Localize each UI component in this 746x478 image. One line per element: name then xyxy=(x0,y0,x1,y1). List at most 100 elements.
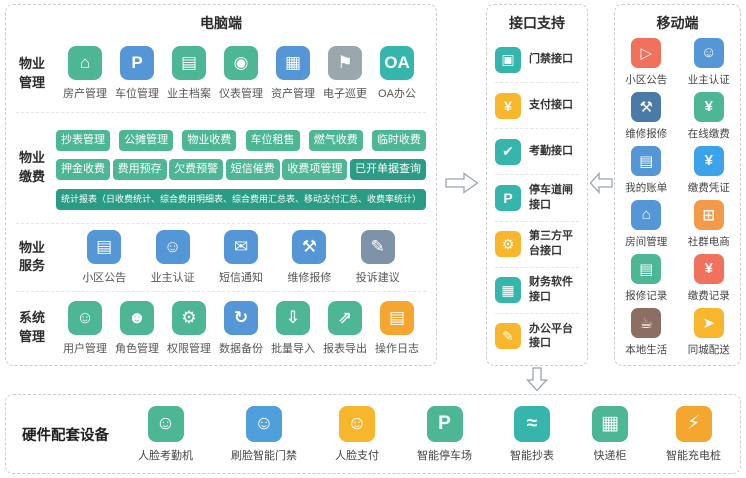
feature-item-label: 操作日志 xyxy=(375,342,419,355)
interface-item: ✔ 考勤接口 xyxy=(495,128,579,174)
feature-item: P 车位管理 xyxy=(112,46,162,101)
hardware-item-label: 快递柜 xyxy=(593,449,627,462)
feature-item-label: 房产管理 xyxy=(63,88,107,101)
charging-pile-icon: ⚡ xyxy=(675,405,712,442)
feature-item-label: 小区公告 xyxy=(82,271,127,284)
hardware-item-label: 智能抄表 xyxy=(510,449,554,462)
icon-glyph: ⚙ xyxy=(501,235,515,252)
hardware-item: ⚡ 智能充电桩 xyxy=(666,405,721,463)
door-access-icon: ▣ xyxy=(495,46,521,73)
feature-item: ↻ 数据备份 xyxy=(216,300,266,356)
interface-item: ▦ 财务软件接口 xyxy=(495,266,579,313)
owner-verify-icon: ☺ xyxy=(693,37,724,68)
attendance-icon: ✔ xyxy=(495,138,521,165)
feature-item-label: 资产管理 xyxy=(271,88,315,101)
feature-item-label: 角色管理 xyxy=(115,342,159,355)
payment-button-row-2: 押金收费 费用预存 欠费预警 短信催费 收费项管理 已开单据查询 xyxy=(56,159,426,181)
computer-panel-title: 电脑端 xyxy=(200,15,242,31)
house-icon: ⌂ xyxy=(68,46,102,81)
mobile-feature-label: 小区公告 xyxy=(625,73,668,86)
hardware-panel: 硬件配套设备 ☺ 人脸考勤机 ☺ 刷脸智能门禁 ☺ 人脸支付 xyxy=(5,394,741,474)
icon-glyph: ⌂ xyxy=(641,206,651,223)
mobile-feature-item: ▤ 报修记录 xyxy=(615,253,678,303)
icon-glyph: ▦ xyxy=(601,413,619,434)
icon-glyph: ☺ xyxy=(76,307,94,327)
feature-item: ▤ 业主档案 xyxy=(164,46,214,101)
icon-glyph: ⚡ xyxy=(686,413,701,434)
icon-glyph: ▷ xyxy=(640,44,653,62)
hardware-item: ☺ 人脸考勤机 xyxy=(138,405,193,463)
payment-feature-button: 车位租售 xyxy=(245,130,300,152)
interface-item: ⚙ 第三方平台接口 xyxy=(495,220,579,267)
icon-glyph: ⇩ xyxy=(285,307,301,327)
log-icon: ▤ xyxy=(380,300,414,335)
icon-glyph: ☕ xyxy=(639,314,653,332)
repair-record-icon: ▤ xyxy=(631,253,662,284)
icon-glyph: ▤ xyxy=(388,307,406,327)
shopping-cart-icon: ⊞ xyxy=(693,199,724,230)
local-life-icon: ☕ xyxy=(631,307,662,338)
feature-item: ▤ 操作日志 xyxy=(372,300,422,356)
icon-glyph: ➤ xyxy=(702,314,716,332)
icon-glyph: ↻ xyxy=(233,307,249,327)
icon-glyph: ☺ xyxy=(155,412,176,434)
mobile-items-grid: ▷ 小区公告 ☺ 业主认证 ⚒ 维修报修 ¥ 在线缴费 xyxy=(615,35,740,365)
backup-icon: ↻ xyxy=(224,300,258,335)
icon-glyph: ⊞ xyxy=(702,206,716,224)
feature-item-label: 维修报修 xyxy=(287,271,332,284)
feature-item-label: 用户管理 xyxy=(63,342,107,355)
feature-item-label: OA办公 xyxy=(378,88,416,101)
announcement-horn-icon: ▷ xyxy=(631,37,662,68)
payment-feature-button: 公摊管理 xyxy=(119,130,174,152)
hardware-item: ☺ 人脸支付 xyxy=(335,405,379,463)
hardware-item-label: 人脸支付 xyxy=(335,449,379,462)
feature-item: ⌂ 房产管理 xyxy=(60,46,110,101)
interface-item-label: 财务软件接口 xyxy=(529,276,573,304)
feature-item: ☺ 业主认证 xyxy=(148,229,198,285)
section-label-system-management: 系统管理 xyxy=(18,310,45,345)
icon-glyph: ✉ xyxy=(233,236,249,256)
feature-item-label: 业主档案 xyxy=(167,88,211,101)
icon-glyph: ☺ xyxy=(254,412,274,434)
announcement-icon: ▤ xyxy=(87,229,122,264)
interface-item: P 停车道闸接口 xyxy=(495,174,579,220)
mobile-feature-item: ¥ 缴费记录 xyxy=(678,253,741,303)
feature-item-label: 报表导出 xyxy=(323,342,367,355)
payment-feature-button: 已开单据查询 xyxy=(349,159,426,181)
payment-feature-button: 费用预存 xyxy=(112,159,167,181)
mobile-feature-label: 本地生活 xyxy=(625,343,668,356)
mobile-feature-label: 同城配送 xyxy=(687,343,730,356)
payment-feature-button: 抄表管理 xyxy=(56,130,110,152)
owner-verify-icon: ☺ xyxy=(155,229,190,264)
parking-icon: P xyxy=(120,46,154,81)
icon-glyph: ☺ xyxy=(163,236,182,256)
interface-panel: 接口支持 ▣ 门禁接口 ¥ 支付接口 ✔ 考勤接口 P xyxy=(486,4,588,366)
mobile-feature-label: 房间管理 xyxy=(625,235,668,248)
import-icon: ⇩ xyxy=(276,300,310,335)
payment-receipt-icon: ¥ xyxy=(693,145,724,176)
hardware-item-label: 刷脸智能门禁 xyxy=(231,449,297,462)
payment-feature-button: 收费项管理 xyxy=(282,159,348,181)
icon-glyph: ⚒ xyxy=(639,98,653,116)
section-property-service: 物业服务 ▤ 小区公告 ☺ 业主认证 ✉ 短信通知 xyxy=(16,223,426,290)
section-property-payment: 物业缴费 抄表管理 公摊管理 物业收费 车位租售 燃气收费 临时收费 xyxy=(16,112,426,223)
hardware-item-label: 人脸考勤机 xyxy=(138,449,193,462)
feature-item-label: 仪表管理 xyxy=(219,88,263,101)
mobile-feature-item: ¥ 缴费凭证 xyxy=(678,145,741,195)
mobile-feature-label: 缴费凭证 xyxy=(687,181,730,194)
icon-glyph: ▦ xyxy=(501,281,515,298)
section-property-management: 物业管理 ⌂ 房产管理 P 车位管理 ▤ 业主档案 xyxy=(16,35,426,112)
icon-glyph: ¥ xyxy=(704,98,713,115)
interface-item-label: 办公平台接口 xyxy=(529,322,573,350)
hardware-panel-title: 硬件配套设备 xyxy=(22,427,109,444)
section-system-management: 系统管理 ☺ 用户管理 ☻ 角色管理 ⚙ 权限管理 xyxy=(16,290,426,365)
interface-panel-title: 接口支持 xyxy=(509,15,565,31)
export-icon: ⇗ xyxy=(328,300,362,335)
icon-glyph: ✔ xyxy=(502,143,514,160)
mobile-feature-item: ▤ 我的账单 xyxy=(615,145,678,195)
feature-item: ⇩ 批量导入 xyxy=(268,300,318,356)
interface-list: ▣ 门禁接口 ¥ 支付接口 ✔ 考勤接口 P 停车道闸接口 xyxy=(487,35,587,365)
icon-glyph: ▤ xyxy=(180,53,198,73)
payment-feature-button: 欠费预警 xyxy=(169,159,224,181)
